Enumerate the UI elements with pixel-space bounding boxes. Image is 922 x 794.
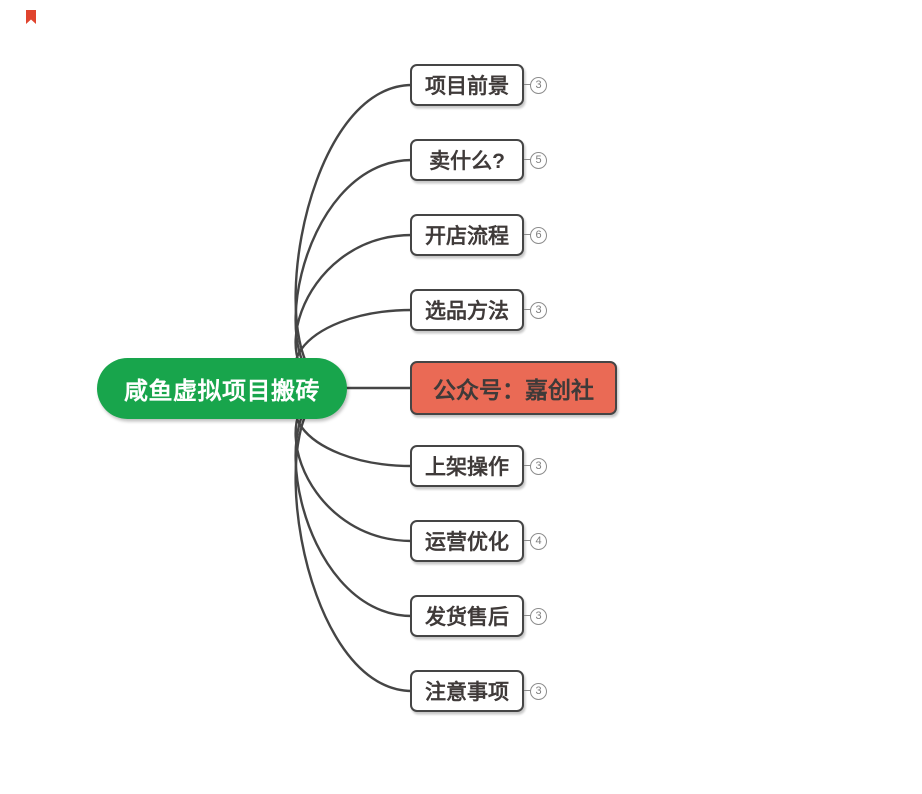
collapsed-count-badge[interactable]: 3: [530, 607, 547, 625]
topic-node[interactable]: 发货售后: [410, 595, 524, 637]
topic-node-label: 项目前景: [425, 75, 509, 98]
topic-node[interactable]: 选品方法: [410, 289, 524, 331]
corner-logo-icon: [24, 9, 38, 26]
topic-node[interactable]: 项目前景: [410, 64, 524, 106]
topic-node[interactable]: 卖什么?: [410, 139, 524, 181]
topic-node-label: 运营优化: [425, 531, 509, 554]
collapsed-count-badge[interactable]: 3: [530, 301, 547, 319]
badge-connector-line: [524, 690, 531, 691]
badge-connector-line: [524, 159, 531, 160]
root-node[interactable]: 咸鱼虚拟项目搬砖: [97, 358, 347, 419]
collapsed-count-badge[interactable]: 3: [530, 457, 547, 475]
collapsed-count-badge[interactable]: 4: [530, 532, 547, 550]
topic-node[interactable]: 上架操作: [410, 445, 524, 487]
topic-node[interactable]: 注意事项: [410, 670, 524, 712]
topic-node-label: 上架操作: [425, 456, 509, 479]
collapsed-count-badge[interactable]: 3: [530, 682, 547, 700]
badge-connector-line: [524, 465, 531, 466]
badge-connector-line: [524, 615, 531, 616]
topic-node-label: 选品方法: [425, 300, 509, 323]
badge-connector-line: [524, 540, 531, 541]
badge-connector-line: [524, 84, 531, 85]
topic-node-label: 开店流程: [425, 225, 509, 248]
topic-node-highlight[interactable]: 公众号：嘉创社: [410, 361, 617, 415]
topic-node-label: 发货售后: [425, 606, 509, 629]
collapsed-count-badge[interactable]: 6: [530, 226, 547, 244]
collapsed-count-badge[interactable]: 5: [530, 151, 547, 169]
topic-node-label: 卖什么?: [429, 150, 505, 173]
badge-connector-line: [524, 234, 531, 235]
root-node-label: 咸鱼虚拟项目搬砖: [124, 378, 320, 405]
topic-node-label: 公众号：嘉创社: [433, 377, 594, 403]
collapsed-count-badge[interactable]: 3: [530, 76, 547, 94]
badge-connector-line: [524, 309, 531, 310]
topic-node[interactable]: 运营优化: [410, 520, 524, 562]
topic-node-label: 注意事项: [425, 681, 509, 704]
topic-node[interactable]: 开店流程: [410, 214, 524, 256]
